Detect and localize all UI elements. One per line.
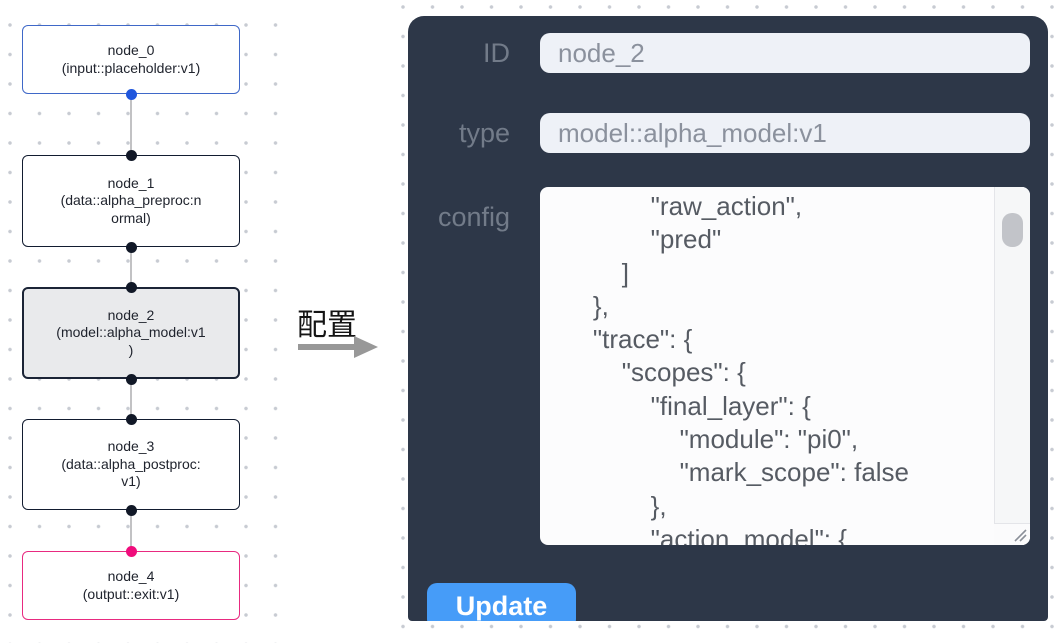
type-field-label: type	[458, 118, 510, 148]
edge-node0-node1	[130, 94, 132, 155]
config-arrow-line	[298, 344, 356, 350]
node-2-selected[interactable]: node_2 (model::alpha_model:v1 )	[22, 287, 240, 379]
update-button[interactable]: Update	[427, 583, 576, 621]
handle-node1-source[interactable]	[126, 241, 137, 253]
config-scrollbar-thumb[interactable]	[1002, 213, 1023, 247]
node-config-panel: ID type config "raw_action", "pred" ] },…	[408, 16, 1048, 621]
edge-node3-node4	[130, 510, 132, 551]
node-0-label: node_0 (input::placeholder:v1)	[61, 42, 201, 76]
resize-grip-icon	[1014, 529, 1027, 542]
type-input[interactable]	[540, 113, 1030, 153]
node-4-label: node_4 (output::exit:v1)	[82, 568, 180, 602]
config-field-label: config	[437, 202, 510, 232]
handle-node2-target[interactable]	[126, 281, 137, 293]
node-0[interactable]: node_0 (input::placeholder:v1)	[22, 25, 240, 94]
arrow-right-icon	[354, 336, 378, 358]
config-textarea[interactable]: "raw_action", "pred" ] }, "trace": { "sc…	[540, 187, 1030, 545]
textarea-resize-handle[interactable]	[994, 523, 1030, 545]
edge-node2-node3	[130, 379, 132, 419]
node-1[interactable]: node_1 (data::alpha_preproc:n ormal)	[22, 155, 240, 247]
node-4[interactable]: node_4 (output::exit:v1)	[22, 551, 240, 620]
node-3[interactable]: node_3 (data::alpha_postproc: v1)	[22, 419, 240, 510]
config-scrollbar-track[interactable]	[994, 187, 1030, 545]
handle-node0-source[interactable]	[126, 88, 137, 100]
config-json-text: "raw_action", "pred" ] }, "trace": { "sc…	[592, 191, 910, 545]
node-1-label: node_1 (data::alpha_preproc:n ormal)	[60, 174, 202, 226]
handle-node3-target[interactable]	[126, 413, 137, 425]
node-3-label: node_3 (data::alpha_postproc: v1)	[61, 438, 201, 490]
config-annotation-label: 配置	[297, 309, 357, 342]
handle-node1-target[interactable]	[126, 149, 137, 161]
id-field-label: ID	[483, 38, 510, 68]
node-2-label: node_2 (model::alpha_model:v1 )	[56, 306, 206, 358]
id-input[interactable]	[540, 33, 1030, 73]
handle-node2-source[interactable]	[126, 373, 137, 385]
handle-node3-source[interactable]	[126, 504, 137, 516]
handle-node4-target[interactable]	[126, 545, 137, 557]
edge-node1-node2	[130, 247, 132, 287]
